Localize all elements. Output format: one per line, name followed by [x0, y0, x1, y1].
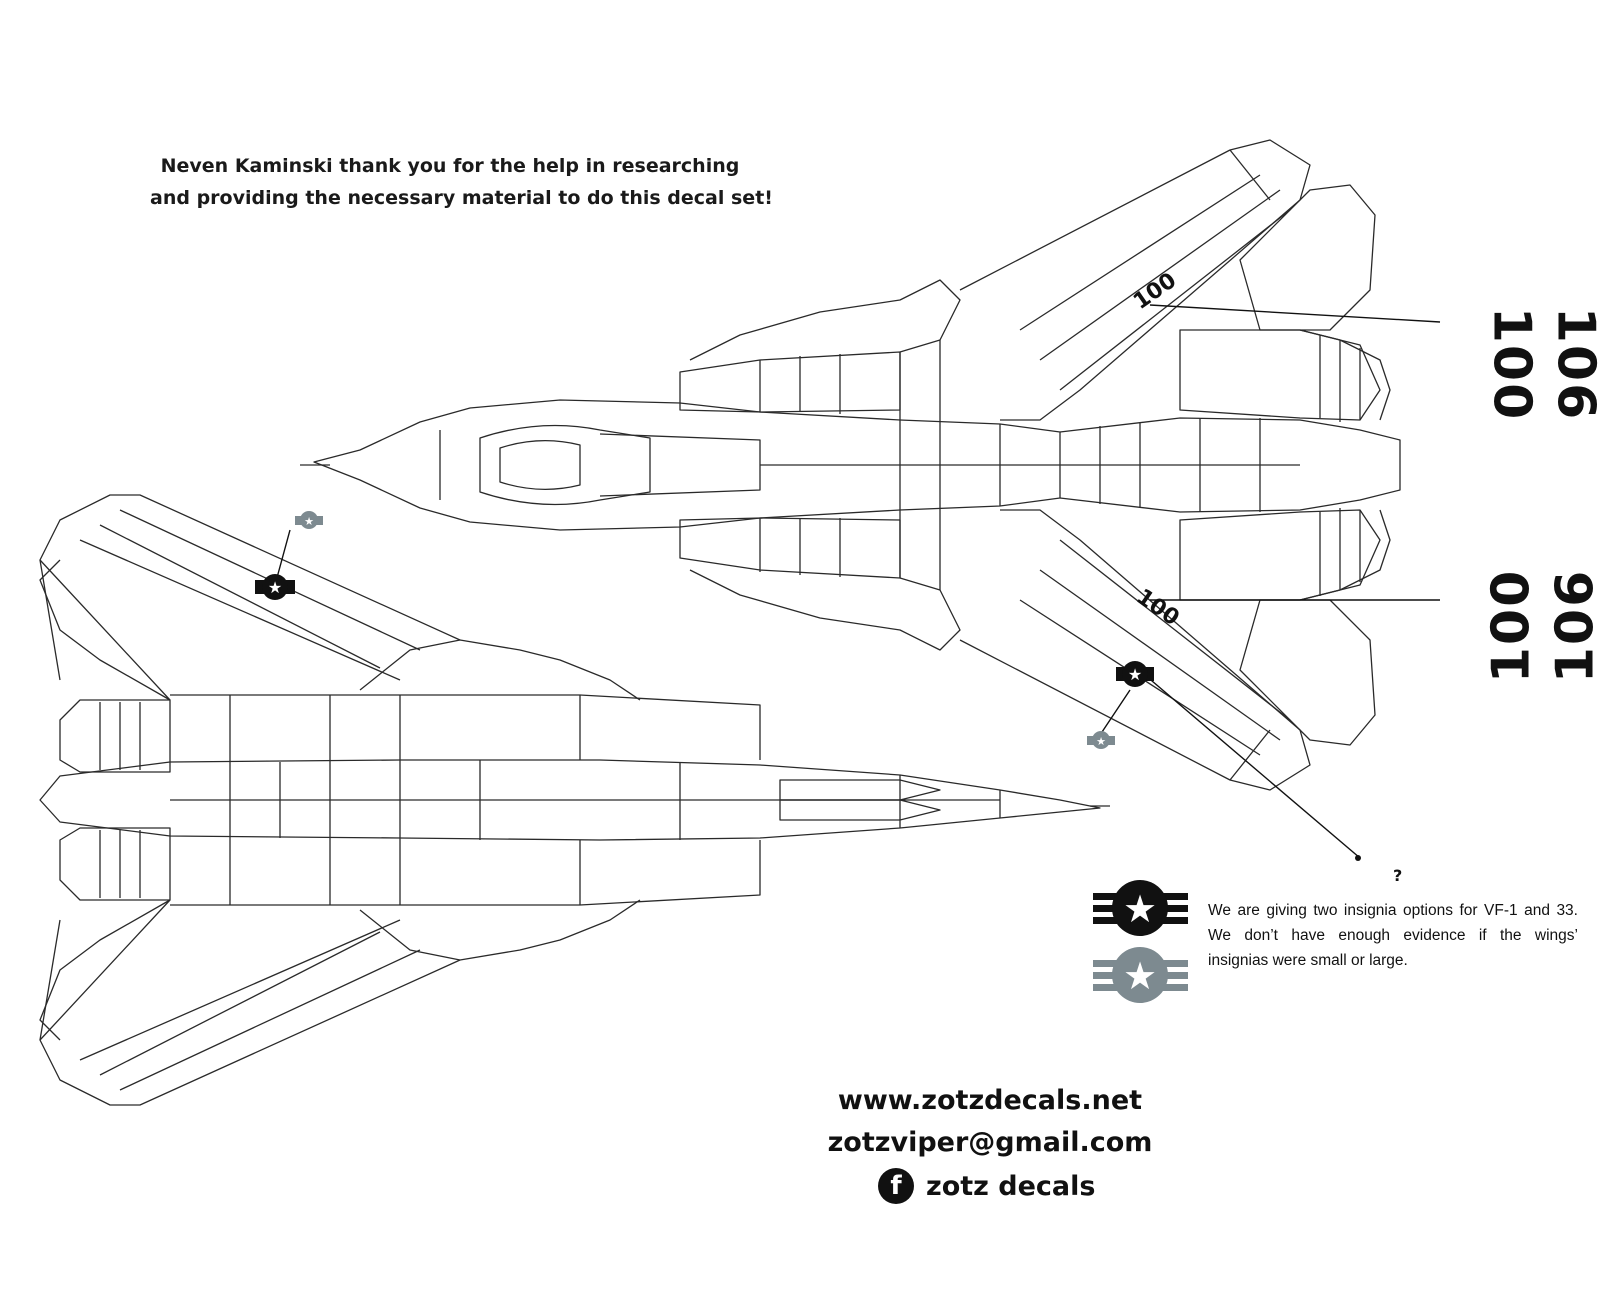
insignia-option-dark: ★: [1093, 880, 1188, 936]
svg-text:★: ★: [304, 515, 314, 528]
svg-text:★: ★: [1123, 887, 1157, 931]
question-mark-label: ?: [1393, 866, 1403, 885]
modex-lower-100: 100: [1481, 568, 1542, 684]
wing-insignia-light-lower: ★: [1087, 731, 1115, 749]
email-link[interactable]: zotzviper@gmail.com: [827, 1127, 1153, 1158]
acknowledgement-line-2: and providing the necessary material to …: [150, 187, 773, 209]
wing-insignia-dark-upper: ★: [255, 574, 295, 600]
insignia-option-light: ★: [1093, 947, 1188, 1003]
modex-upper-100: 100: [1481, 306, 1542, 422]
acknowledgement-text: Neven Kaminski thank you for the help in…: [150, 150, 773, 214]
wing-insignia-dark-lower: ★: [1116, 661, 1154, 687]
upper-view-aircraft: [300, 139, 1401, 791]
svg-text:★: ★: [1096, 735, 1106, 748]
wing-insignia-light-upper: ★: [295, 511, 323, 529]
wing-code-upper: 100: [1129, 268, 1181, 315]
website-link[interactable]: www.zotzdecals.net: [837, 1085, 1143, 1116]
svg-text:★: ★: [1123, 954, 1157, 998]
facebook-link[interactable]: f zotz decals: [878, 1168, 1095, 1204]
modex-upper-106: 106: [1545, 306, 1600, 422]
svg-text:★: ★: [1128, 665, 1142, 684]
lower-view-aircraft: [39, 494, 1110, 1106]
facebook-label: zotz decals: [926, 1170, 1096, 1202]
acknowledgement-line-1: Neven Kaminski thank you for the help in…: [160, 155, 740, 177]
facebook-icon: f: [878, 1168, 914, 1204]
svg-text:★: ★: [268, 578, 282, 597]
insignia-note: We are giving two insignia options for V…: [1208, 902, 1578, 969]
modex-lower-106: 106: [1545, 568, 1600, 684]
